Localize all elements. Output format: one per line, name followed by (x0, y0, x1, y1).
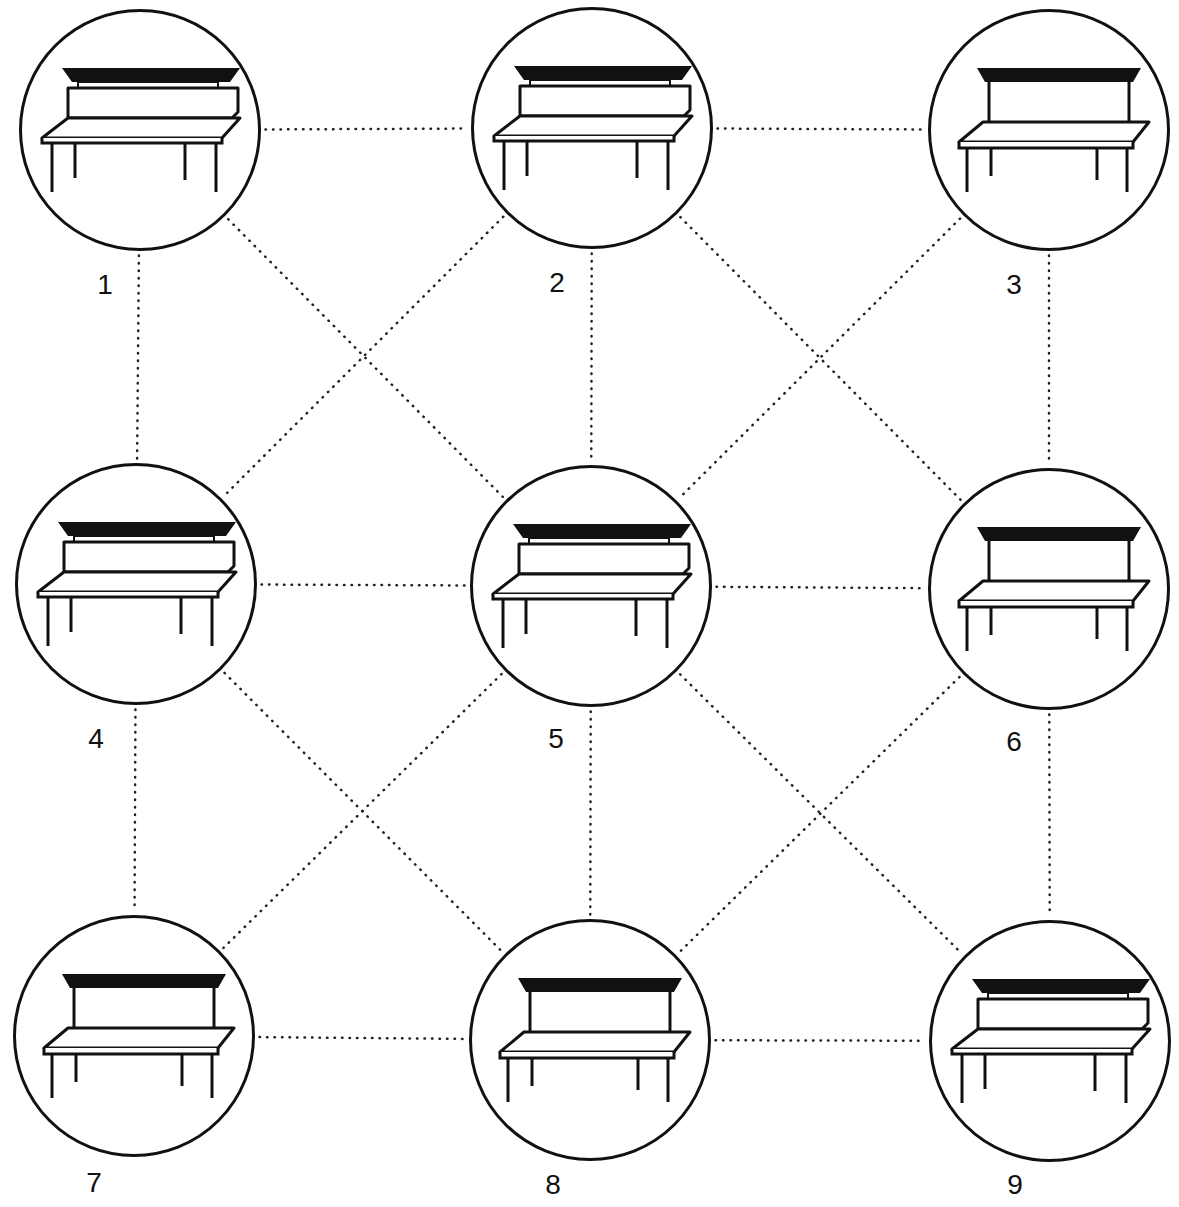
desk-circle: 1 (19, 9, 261, 299)
circle-outline (13, 915, 255, 1157)
circle-border (471, 921, 710, 1160)
dotted-connector (261, 583, 465, 586)
circle-border (930, 11, 1169, 250)
desk-circle: 6 (928, 468, 1170, 756)
dotted-connector (680, 219, 960, 498)
dotted-connector (223, 674, 501, 948)
dotted-connector (225, 217, 504, 496)
dotted-connector (137, 255, 139, 458)
circle-border (17, 465, 256, 704)
open-shelf-desk (959, 527, 1149, 651)
callout-number: 3 (1003, 271, 1025, 299)
open-shelf-desk (44, 974, 234, 1098)
label-holder: 1 (19, 271, 261, 299)
callout-number: 2 (546, 269, 568, 297)
desk-circle: 8 (469, 919, 711, 1199)
dotted-connector (1048, 256, 1051, 464)
circle-border (21, 11, 260, 250)
dotted-connector (590, 254, 593, 461)
dotted-connector (265, 127, 466, 130)
label-holder: 2 (471, 269, 713, 297)
dotted-connector (680, 217, 960, 500)
circle-border (472, 467, 711, 706)
dotted-connector (228, 219, 502, 497)
dotted-connector (716, 1039, 925, 1042)
dotted-connector (717, 127, 923, 130)
callout-number: 6 (1003, 728, 1025, 756)
desk-with-hutch (493, 524, 691, 648)
label-holder: 9 (929, 1171, 1171, 1199)
circle-border (15, 917, 254, 1156)
label-holder: 4 (15, 725, 257, 753)
label-holder: 7 (13, 1169, 255, 1197)
dotted-connector (589, 712, 592, 915)
dotted-connector (680, 677, 960, 952)
circle-border (930, 470, 1169, 709)
desk-circle: 3 (928, 9, 1170, 299)
circle-outline (928, 468, 1170, 710)
label-holder: 3 (928, 271, 1170, 299)
desk-with-hutch (494, 66, 692, 190)
open-shelf-desk (500, 978, 690, 1102)
dotted-connector (259, 1037, 464, 1039)
desk-circle: 9 (929, 920, 1171, 1199)
desk-with-hutch (952, 979, 1150, 1103)
circle-outline (929, 920, 1171, 1162)
callout-number: 4 (85, 725, 107, 753)
circle-outline (15, 463, 257, 705)
circle-border (931, 922, 1170, 1161)
callout-number: 7 (83, 1169, 105, 1197)
circle-outline (469, 919, 711, 1161)
desk-circle: 5 (470, 465, 712, 753)
desk-circle: 7 (13, 915, 255, 1197)
circle-outline (928, 9, 1170, 251)
callout-number: 9 (1004, 1171, 1026, 1199)
label-holder: 8 (469, 1171, 711, 1199)
desk-circle: 4 (15, 463, 257, 753)
label-holder: 5 (470, 725, 712, 753)
desk-circle: 2 (471, 7, 713, 297)
desk-with-hutch (38, 522, 236, 646)
desk-with-hutch (42, 68, 240, 192)
dotted-connector (716, 587, 923, 588)
label-holder: 6 (928, 728, 1170, 756)
circle-outline (19, 9, 261, 251)
dotted-connector (133, 709, 136, 910)
open-shelf-desk (959, 68, 1149, 192)
callout-number: 1 (94, 271, 116, 299)
callout-number: 8 (542, 1171, 564, 1199)
callout-number: 5 (545, 725, 567, 753)
circle-outline (471, 7, 713, 249)
dotted-connector (1048, 715, 1051, 916)
circle-border (473, 9, 712, 248)
dotted-connector (680, 674, 961, 952)
circle-outline (470, 465, 712, 707)
